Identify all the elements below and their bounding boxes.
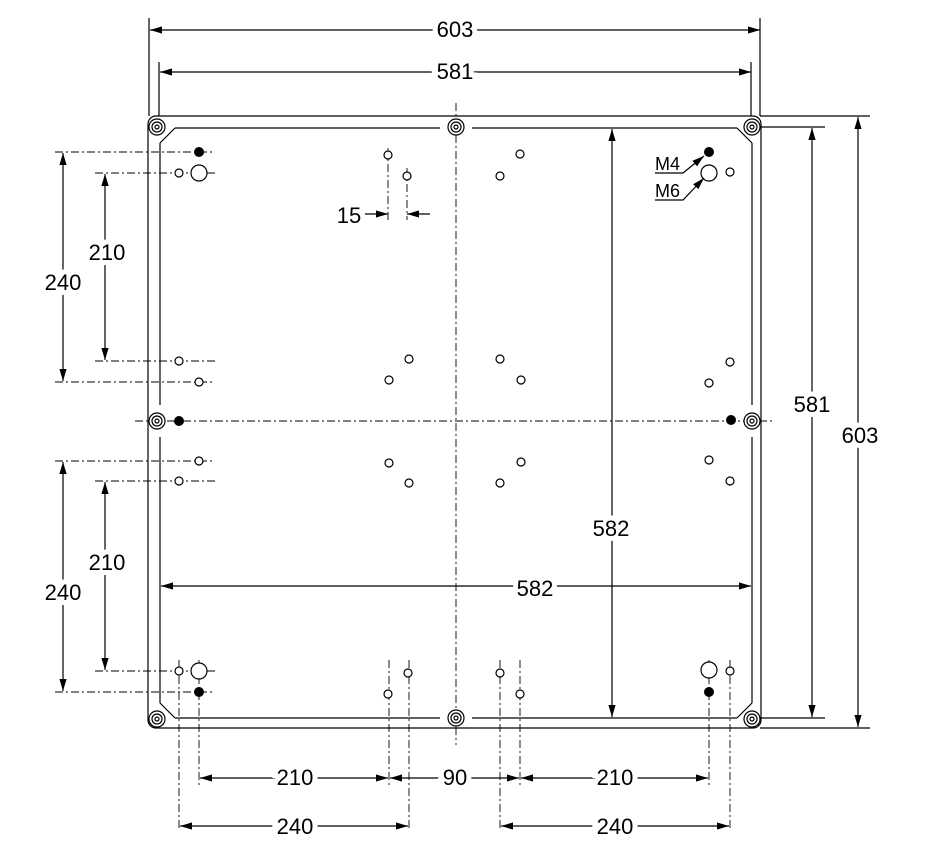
holes — [174, 147, 736, 699]
m4-label: M4 — [655, 154, 680, 174]
extension-lines — [55, 18, 870, 830]
dimension-labels: 603 581 15 210 240 210 240 582 582 581 6… — [40, 12, 884, 844]
dim-inner-height: 581 — [794, 392, 831, 417]
dim-left-bottom-210: 210 — [89, 550, 126, 575]
dim-offset-15: 15 — [337, 203, 361, 228]
dimension-lines — [59, 26, 862, 830]
m6-label: M6 — [655, 181, 680, 201]
dim-bottom-left-210: 210 — [277, 765, 314, 790]
dim-left-bottom-240: 240 — [45, 580, 82, 605]
dim-span-horizontal: 582 — [517, 576, 554, 601]
dim-bottom-right-240: 240 — [597, 814, 634, 839]
dim-left-top-240: 240 — [45, 270, 82, 295]
corner-bosses — [148, 118, 761, 728]
dim-outer-width: 603 — [437, 17, 474, 42]
thread-callouts: M4 M6 — [655, 154, 705, 201]
dim-bottom-right-210: 210 — [597, 765, 634, 790]
dim-left-top-210: 210 — [89, 240, 126, 265]
dim-bottom-center-90: 90 — [443, 765, 467, 790]
dim-outer-height: 603 — [842, 423, 879, 448]
dim-bottom-left-240: 240 — [277, 814, 314, 839]
dim-span-vertical: 582 — [593, 516, 630, 541]
dim-inner-width: 581 — [437, 59, 474, 84]
plate-outline — [147, 115, 762, 729]
